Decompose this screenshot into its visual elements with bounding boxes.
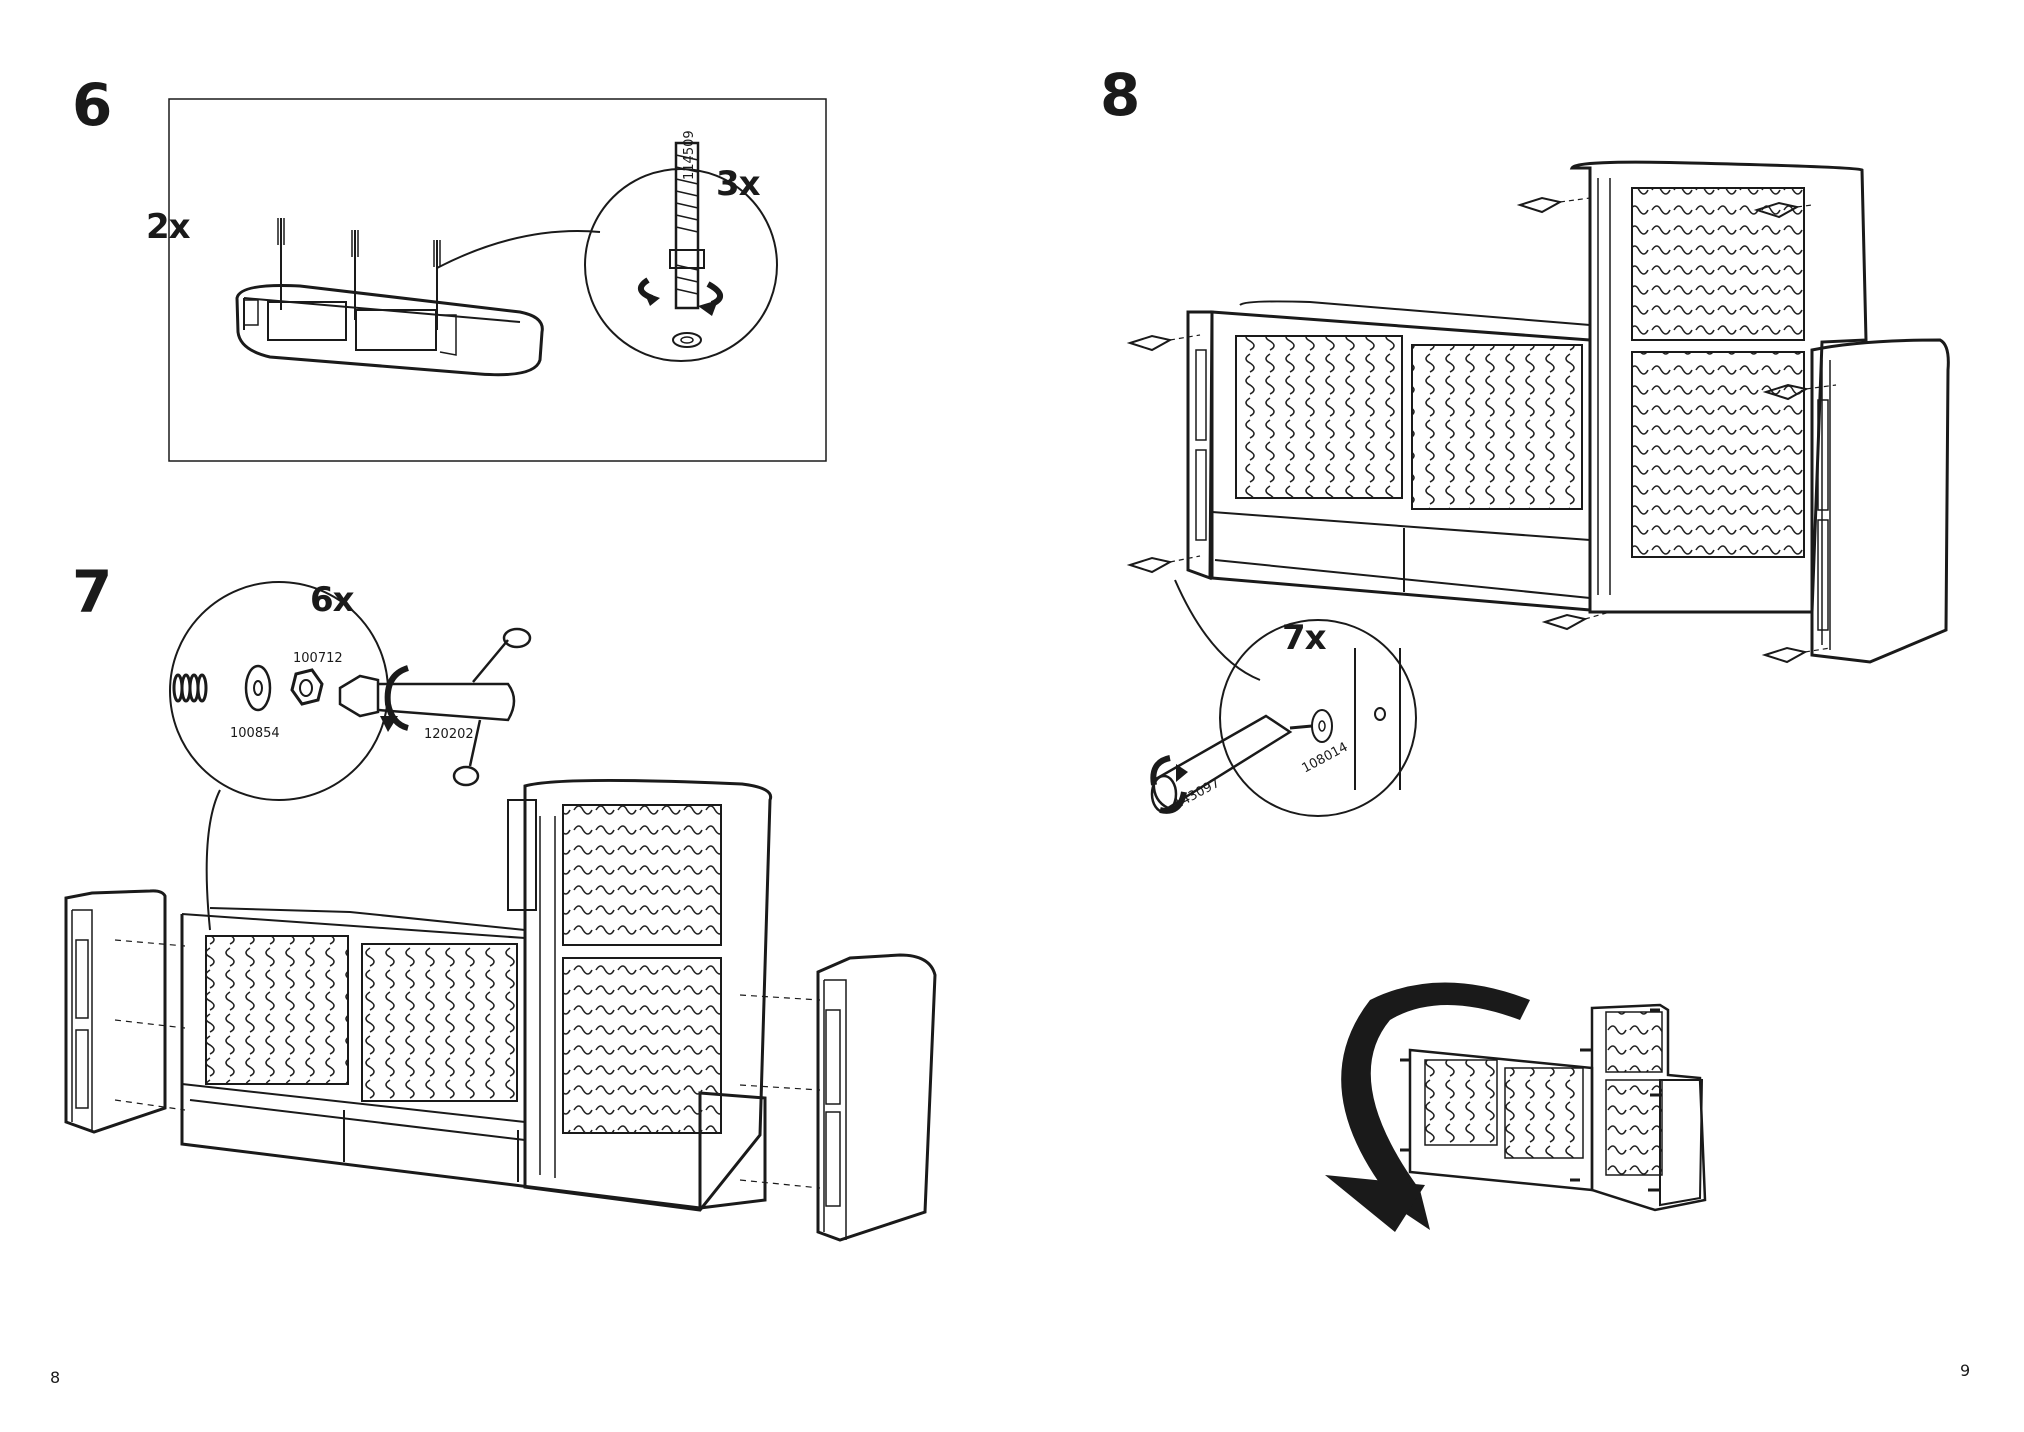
step-8-number: 8: [1100, 61, 1140, 129]
step-6-illustration: [168, 98, 827, 462]
page-number-left: 8: [50, 1368, 61, 1387]
step-6-frame: [168, 98, 827, 462]
step-6-number: 6: [72, 71, 112, 139]
page-number-right: 9: [1960, 1361, 1971, 1380]
left-end-panel: [1186, 310, 1214, 581]
left-arm-panel: [64, 889, 167, 1134]
flip-diagram: [1325, 982, 1707, 1232]
base-block: [235, 284, 544, 377]
step-8-illustration: [1126, 160, 1950, 817]
back-section: [523, 778, 773, 1212]
step-6-part-114509: 114509: [682, 130, 697, 180]
step-6-qty-bolts: 3x: [716, 164, 761, 204]
step-7-part-100712: 100712: [293, 651, 343, 666]
flip-arrow: [1341, 982, 1530, 1230]
right-arm-panel: [816, 953, 937, 1242]
step-7-number: 7: [72, 558, 112, 626]
step-8-qty: 7x: [1282, 618, 1327, 658]
step-7-qty: 6x: [310, 580, 355, 620]
step-7-illustration: [64, 581, 937, 1242]
tall-back-section: [1569, 160, 1868, 614]
right-arm-piece: [1810, 338, 1950, 664]
step-7-part-120202: 120202: [424, 727, 474, 742]
step-7-part-100854: 100854: [230, 726, 280, 741]
step-6-qty-bases: 2x: [146, 207, 191, 247]
